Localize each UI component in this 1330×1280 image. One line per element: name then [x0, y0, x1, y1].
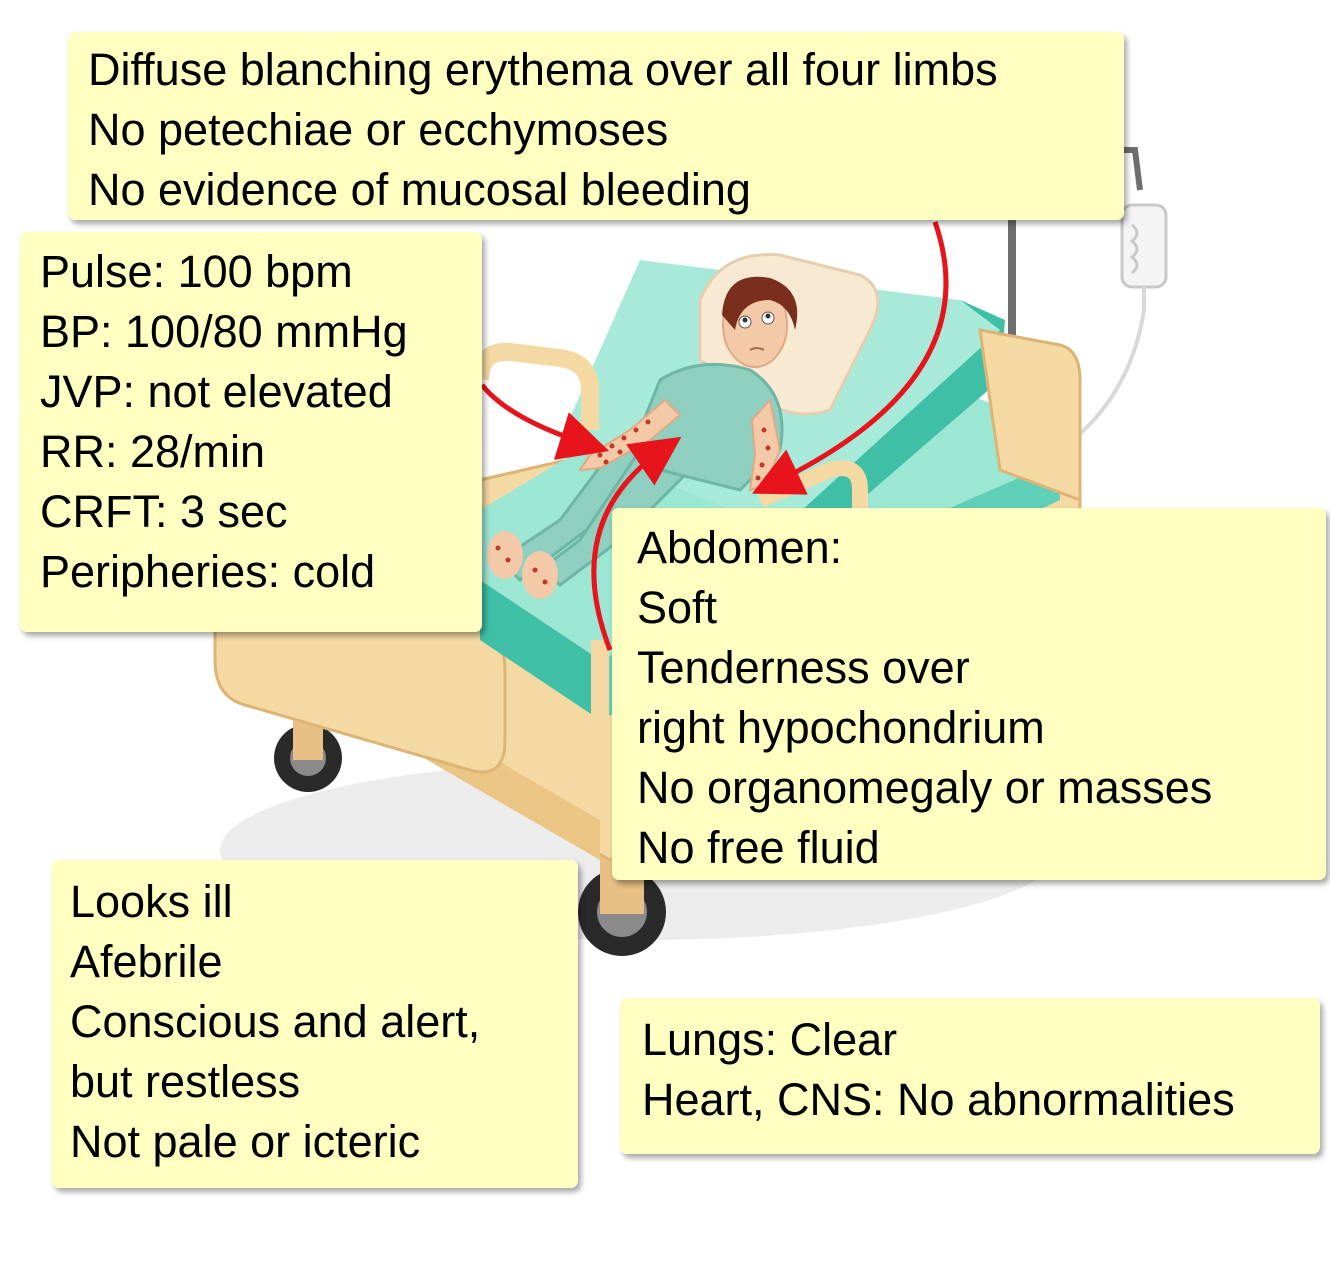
abdomen-finding-line: right hypochondrium — [637, 702, 1045, 753]
general-finding-line: Not pale or icteric — [70, 1116, 421, 1167]
abdomen-finding-line: Abdomen: — [637, 522, 843, 573]
general-finding-line: Looks ill — [70, 876, 233, 927]
skin-finding-line: No evidence of mucosal bleeding — [88, 164, 751, 215]
vital-sign-line: RR: 28/min — [40, 426, 266, 477]
abdomen-finding-line: No organomegaly or masses — [637, 762, 1213, 813]
abdomen-finding-line: Soft — [637, 582, 718, 633]
systems-findings-note: Lungs: Clear Heart, CNS: No abnormalitie… — [620, 998, 1320, 1154]
abdomen-finding-line: Tenderness over — [637, 642, 970, 693]
general-finding-line: Afebrile — [70, 936, 223, 987]
general-appearance-note: Looks ill Afebrile Conscious and alert, … — [52, 860, 578, 1188]
arrow-icon — [480, 383, 610, 460]
vital-sign-line: CRFT: 3 sec — [40, 486, 288, 537]
systems-finding-line: Lungs: Clear — [642, 1014, 898, 1065]
vital-sign-line: BP: 100/80 mmHg — [40, 306, 408, 357]
systems-finding-line: Heart, CNS: No abnormalities — [642, 1074, 1235, 1125]
skin-finding-line: No petechiae or ecchymoses — [88, 104, 669, 155]
arrow-icon — [751, 221, 949, 495]
vital-sign-line: JVP: not elevated — [40, 366, 393, 417]
vital-sign-line: Peripheries: cold — [40, 546, 376, 597]
vital-signs-note: Pulse: 100 bpm BP: 100/80 mmHg JVP: not … — [20, 232, 482, 632]
general-finding-line: but restless — [70, 1056, 301, 1107]
skin-findings-note: Diffuse blanching erythema over all four… — [68, 32, 1124, 220]
pointer-arrows — [480, 221, 949, 651]
general-finding-line: Conscious and alert, — [70, 996, 481, 1047]
abdomen-finding-line: No free fluid — [637, 822, 880, 873]
vital-sign-line: Pulse: 100 bpm — [40, 246, 353, 297]
skin-finding-line: Diffuse blanching erythema over all four… — [88, 44, 998, 95]
abdomen-findings-note: Abdomen: Soft Tenderness over right hypo… — [612, 508, 1326, 880]
arrow-icon — [591, 436, 682, 651]
